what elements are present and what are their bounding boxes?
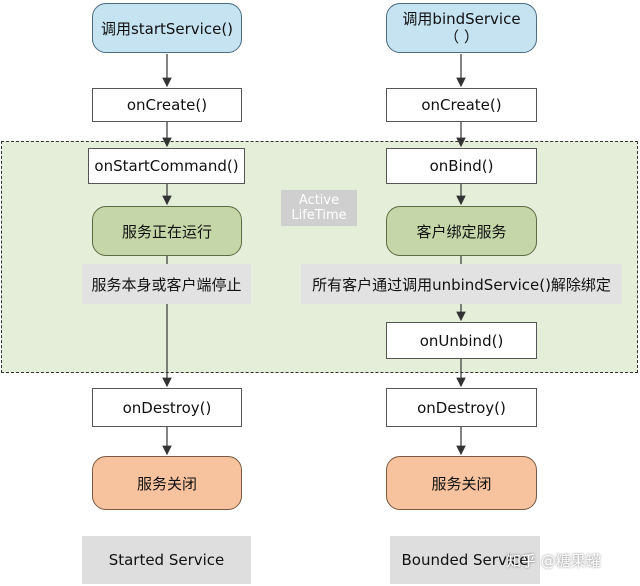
- right-unbind-condition-label: 所有客户通过调用unbindService()解除绑定: [312, 275, 611, 294]
- bounded-service-caption: Bounded Service: [390, 536, 540, 584]
- service-running-label: 服务正在运行: [121, 222, 212, 241]
- service-running-node: 服务正在运行: [92, 206, 242, 256]
- left-on-create-label: onCreate(): [126, 96, 208, 114]
- left-stop-condition-label: 服务本身或客户端停止: [91, 275, 242, 294]
- right-unbind-condition-note: 所有客户通过调用unbindService()解除绑定: [301, 264, 622, 304]
- on-bind-label: onBind(): [429, 157, 494, 175]
- left-on-destroy-label: onDestroy(): [122, 398, 212, 417]
- left-service-closed-node: 服务关闭: [92, 456, 242, 510]
- start-service-label: 调用startService(): [100, 19, 234, 38]
- active-lifetime-label: Active LifeTime: [281, 190, 357, 226]
- client-bound-node: 客户绑定服务: [386, 206, 537, 256]
- start-service-node: 调用startService(): [92, 3, 242, 53]
- started-service-label: Started Service: [108, 551, 225, 569]
- active-lifetime-line2: LifeTime: [291, 208, 347, 223]
- on-unbind-node: onUnbind(): [386, 322, 537, 359]
- left-stop-condition-note: 服务本身或客户端停止: [82, 264, 251, 304]
- started-service-caption: Started Service: [82, 536, 251, 584]
- right-service-closed-node: 服务关闭: [386, 456, 537, 510]
- right-on-create-node: onCreate(): [386, 88, 537, 122]
- bind-service-label: 调用bindService: [402, 10, 521, 28]
- right-on-destroy-node: onDestroy(): [386, 388, 537, 427]
- zhihu-watermark: 知乎 @糖果罐: [506, 547, 636, 573]
- on-start-command-node: onStartCommand(): [88, 148, 245, 184]
- right-service-closed-label: 服务关闭: [431, 474, 492, 493]
- bind-service-parens: （ ）: [444, 28, 479, 46]
- right-on-create-label: onCreate(): [421, 96, 502, 114]
- left-on-destroy-node: onDestroy(): [92, 388, 242, 427]
- left-service-closed-label: 服务关闭: [136, 474, 197, 493]
- left-on-create-node: onCreate(): [92, 88, 242, 122]
- client-bound-label: 客户绑定服务: [416, 222, 507, 241]
- watermark-text: 知乎 @糖果罐: [506, 551, 601, 570]
- right-on-destroy-label: onDestroy(): [417, 398, 506, 417]
- on-unbind-label: onUnbind(): [419, 331, 504, 350]
- on-bind-node: onBind(): [386, 148, 537, 184]
- active-lifetime-line1: Active: [298, 193, 340, 208]
- on-start-command-label: onStartCommand(): [94, 157, 239, 175]
- bind-service-node: 调用bindService （ ）: [386, 3, 537, 53]
- bounded-service-label: Bounded Service: [401, 551, 529, 569]
